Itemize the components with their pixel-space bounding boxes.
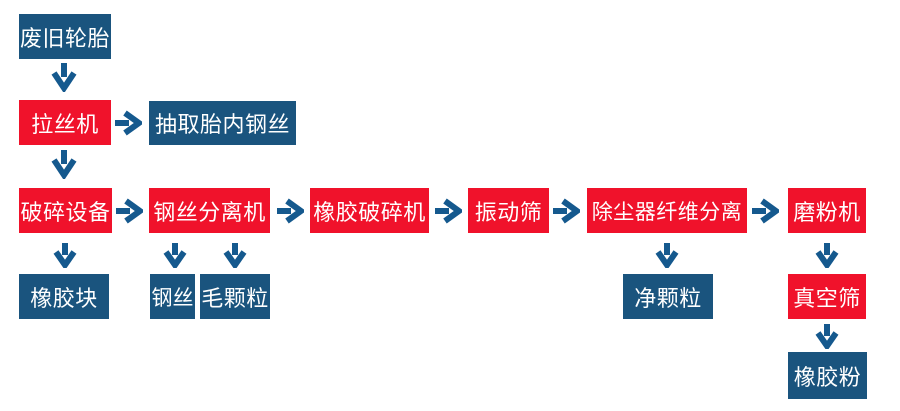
arrow-down-icon — [53, 242, 77, 271]
arrow-right-icon — [115, 198, 146, 224]
arrow-down-icon — [51, 149, 77, 181]
node-steel-wire-separator: 钢丝分离机 — [149, 188, 270, 233]
node-rubber-blocks: 橡胶块 — [19, 274, 109, 319]
arrow-right-icon — [751, 198, 782, 224]
arrow-down-icon — [815, 323, 839, 352]
node-crushing-equipment: 破碎设备 — [19, 188, 112, 233]
node-extract-tire-steel-wire: 抽取胎内钢丝 — [149, 101, 296, 145]
arrow-down-icon — [51, 62, 77, 94]
arrow-down-icon — [163, 242, 187, 271]
node-wire-drawing-machine: 拉丝机 — [19, 100, 111, 145]
node-coarse-granules: 毛颗粒 — [200, 274, 270, 319]
node-rubber-crusher: 橡胶破碎机 — [310, 188, 429, 233]
arrow-right-icon — [434, 198, 465, 224]
node-waste-tires: 废旧轮胎 — [19, 14, 111, 59]
arrow-down-icon — [655, 242, 679, 271]
node-vibrating-screen: 振动筛 — [468, 188, 549, 233]
node-rubber-powder: 橡胶粉 — [788, 352, 867, 399]
node-dust-collector-fiber-separation: 除尘器纤维分离 — [587, 188, 747, 233]
node-clean-granules: 净颗粒 — [623, 274, 713, 319]
arrow-right-icon — [114, 110, 145, 136]
node-grinding-machine: 磨粉机 — [788, 188, 866, 233]
arrow-right-icon — [552, 198, 583, 224]
node-steel-wire: 钢丝 — [150, 274, 195, 319]
arrow-right-icon — [276, 198, 307, 224]
node-vacuum-screen: 真空筛 — [788, 274, 866, 319]
arrow-down-icon — [815, 242, 839, 271]
arrow-down-icon — [223, 242, 247, 271]
